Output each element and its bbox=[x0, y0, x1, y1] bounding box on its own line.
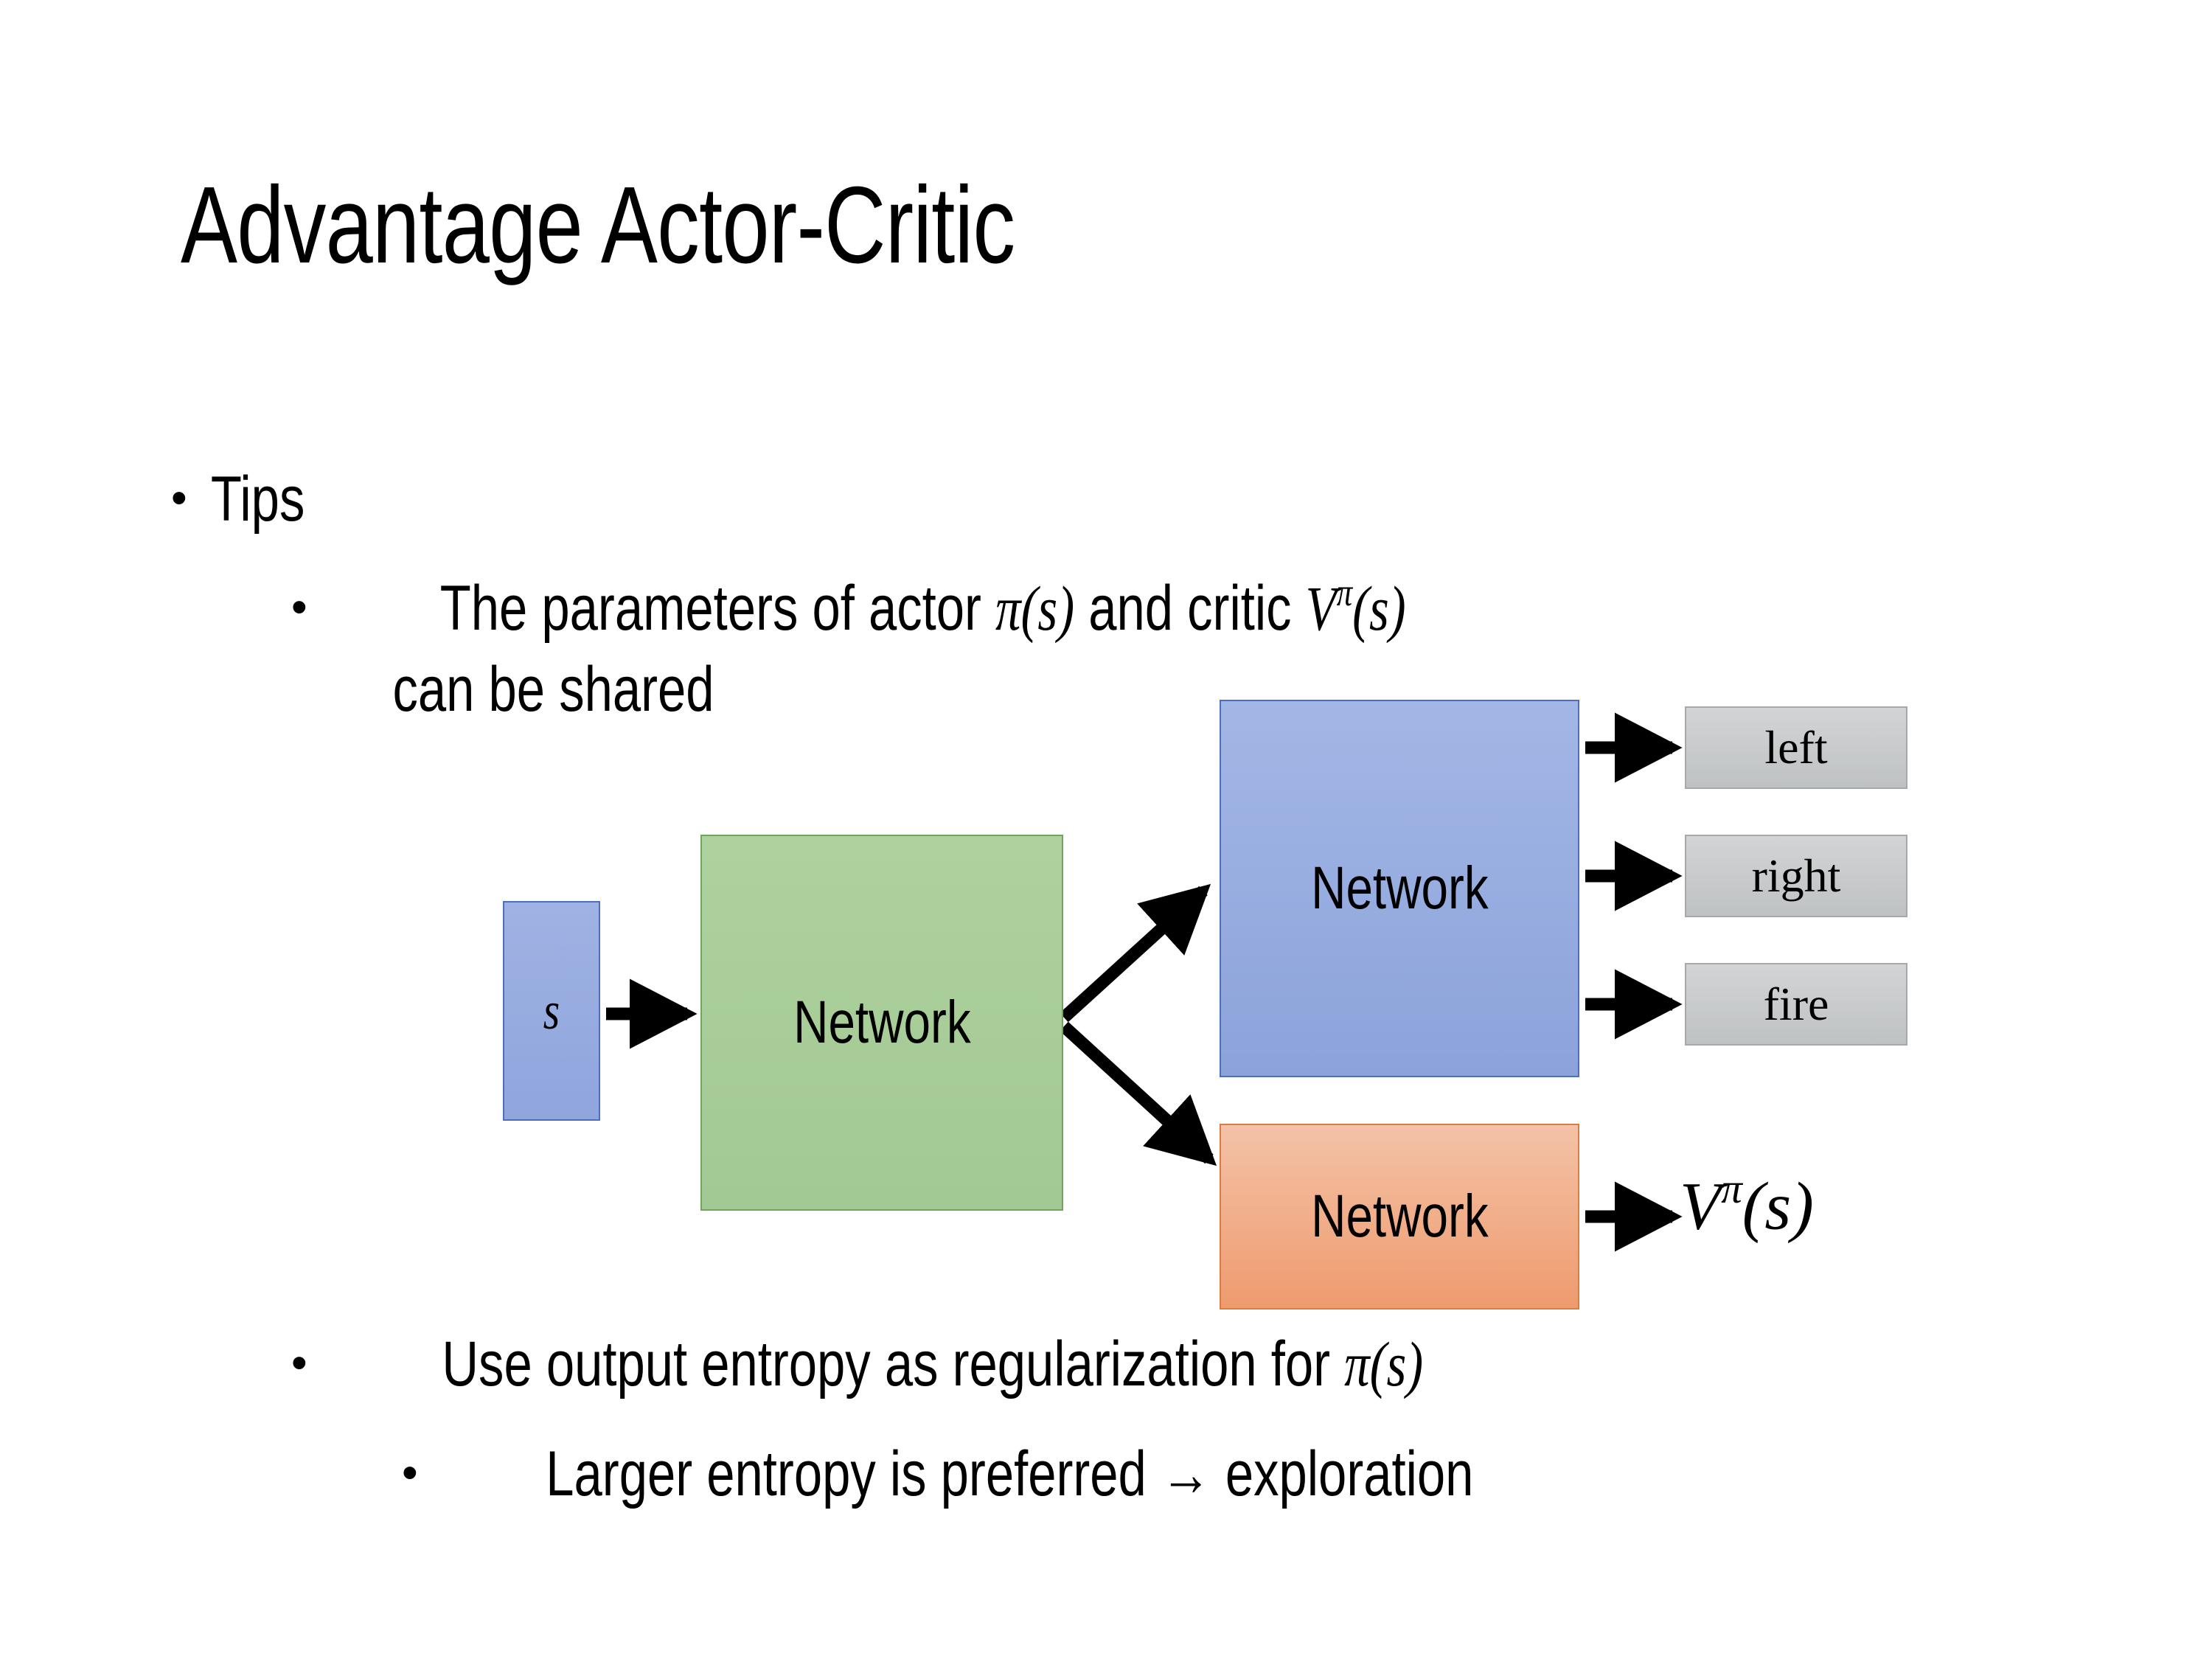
output-value-argument: (s) bbox=[1742, 1168, 1814, 1244]
output-value-function: Vπ(s) bbox=[1680, 1165, 1814, 1245]
bullet-tips: • Tips bbox=[171, 463, 317, 536]
output-action-left-label: left bbox=[1764, 721, 1828, 773]
bullet-entropy-regularization: • Use output entropy as regularization fo… bbox=[291, 1327, 1546, 1401]
node-shared-network[interactable]: Network bbox=[700, 835, 1063, 1211]
bullet-larger-entropy: • Larger entropy is preferred → explorati… bbox=[402, 1438, 1590, 1511]
bullet-tips-label: Tips bbox=[211, 464, 305, 535]
bullet-parameters-line2-label: can be shared bbox=[392, 654, 714, 725]
math-actor-pi-s: π(s) bbox=[995, 573, 1075, 644]
output-action-left[interactable]: left bbox=[1685, 706, 1907, 789]
bullet-marker: • bbox=[291, 1338, 307, 1389]
node-state-label: s bbox=[543, 981, 560, 1040]
output-action-right[interactable]: right bbox=[1685, 835, 1907, 917]
math-critic-superscript: π bbox=[1337, 570, 1353, 614]
bullet-parameters-shared: • The parameters of actor π(s) and critic… bbox=[291, 569, 1527, 645]
node-actor-network[interactable]: Network bbox=[1220, 700, 1579, 1077]
output-action-fire[interactable]: fire bbox=[1685, 963, 1907, 1046]
math-critic-arg: (s) bbox=[1352, 573, 1407, 644]
arrow-shared-to-critic bbox=[1060, 1021, 1217, 1166]
node-shared-network-label: Network bbox=[793, 989, 971, 1056]
node-actor-network-label: Network bbox=[1310, 855, 1489, 922]
bullet-marker: • bbox=[171, 473, 187, 524]
math-critic-v-pi-s: Vπ(s) bbox=[1306, 570, 1407, 644]
output-value-superscript: π bbox=[1721, 1166, 1742, 1212]
output-action-right-label: right bbox=[1751, 849, 1841, 902]
math-entropy-pi-s: π(s) bbox=[1344, 1329, 1424, 1399]
bullet-parameters-middle: and critic bbox=[1074, 573, 1307, 644]
bullet-larger-entropy-label: Larger entropy is preferred → exploratio… bbox=[546, 1439, 1474, 1509]
output-value-symbol: V bbox=[1680, 1168, 1722, 1244]
arrow-shared-to-actor bbox=[1060, 883, 1211, 1023]
bullet-marker: • bbox=[402, 1447, 418, 1499]
output-action-fire-label: fire bbox=[1763, 978, 1829, 1030]
bullet-entropy-prefix: Use output entropy as regularization for bbox=[442, 1329, 1345, 1399]
math-critic-v: V bbox=[1306, 573, 1338, 644]
node-state-input[interactable]: s bbox=[503, 901, 600, 1121]
bullet-parameters-line2: can be shared bbox=[352, 653, 754, 726]
bullet-parameters-prefix: The parameters of actor bbox=[440, 573, 996, 644]
bullet-marker: • bbox=[291, 582, 307, 633]
node-critic-network[interactable]: Network bbox=[1220, 1124, 1579, 1310]
page-title: Advantage Actor-Critic bbox=[181, 164, 1015, 286]
node-critic-network-label: Network bbox=[1310, 1183, 1489, 1250]
